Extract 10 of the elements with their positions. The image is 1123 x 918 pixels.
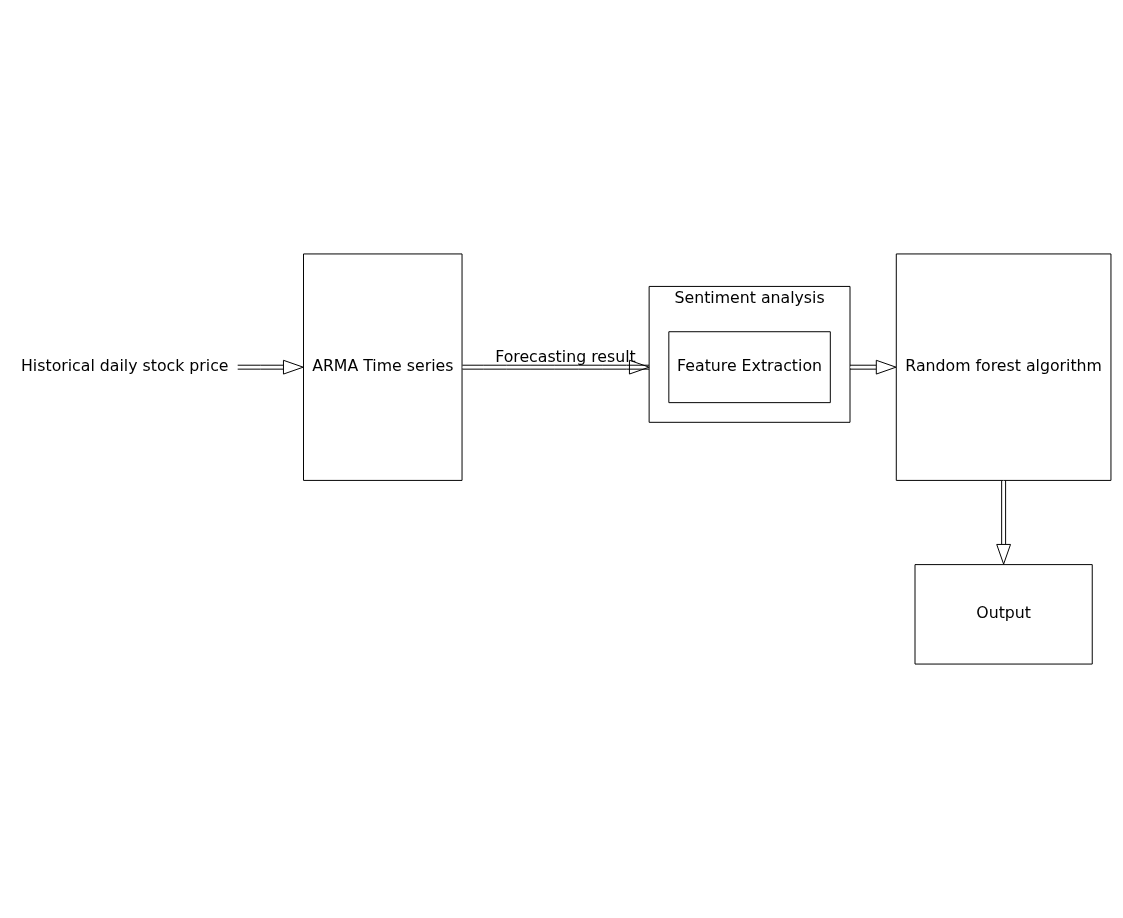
edge-label: Forecasting result [495,347,636,367]
node-box: ARMA Time series [303,253,463,481]
arrow [849,359,897,375]
node-box: Feature Extraction [668,331,831,404]
arrow [462,359,650,375]
node-text: Historical daily stock price [21,355,229,375]
arrow [237,359,304,375]
node-box: Random forest algorithm [895,253,1112,481]
node-box: Output [914,564,1093,665]
arrow [996,480,1011,565]
